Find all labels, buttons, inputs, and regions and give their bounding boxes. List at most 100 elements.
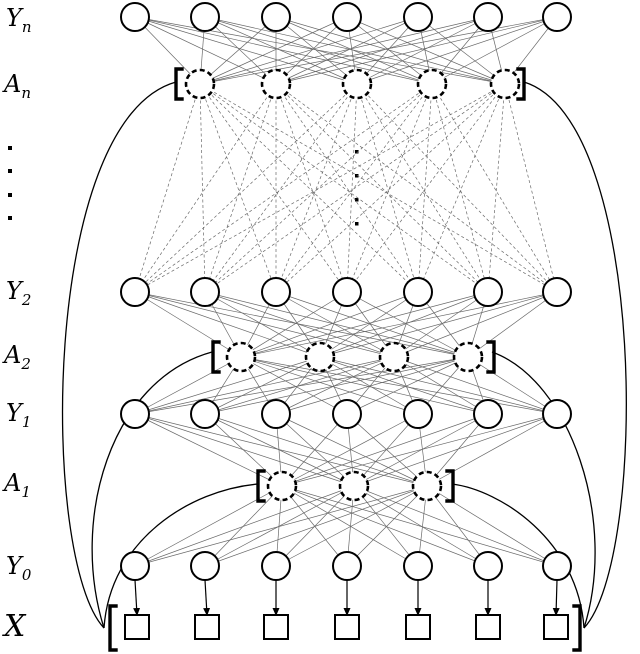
hidden-node [403, 551, 433, 581]
hidden-node [542, 2, 572, 32]
edge [240, 291, 419, 358]
edge [319, 291, 419, 358]
ellipsis-dot [8, 146, 12, 150]
dashed-edge [134, 83, 277, 293]
hidden-node [332, 277, 362, 307]
edge [467, 291, 558, 358]
edge [353, 485, 558, 567]
edge [134, 16, 277, 85]
edge [319, 356, 489, 415]
label-y-1: Y1 [6, 399, 31, 431]
edge [426, 413, 489, 487]
dashed-edge [204, 83, 277, 293]
edge [356, 16, 489, 85]
ellipsis-dot [355, 198, 359, 202]
edge [346, 485, 428, 567]
edge [417, 16, 506, 85]
ellipsis-dot [8, 193, 12, 197]
hidden-node [120, 551, 150, 581]
edge [346, 413, 428, 487]
dashed-edge [199, 83, 206, 293]
label-y-0: Y0 [6, 552, 32, 584]
right-bracket [445, 469, 455, 503]
dashed-edge [134, 83, 358, 293]
input-square [405, 614, 431, 640]
hidden-node [403, 2, 433, 32]
edge [240, 291, 558, 358]
hidden-node [403, 277, 433, 307]
dashed-edge [504, 83, 558, 293]
edge [204, 356, 321, 415]
edge [281, 485, 558, 567]
label-a-1: A1 [2, 469, 31, 501]
dashed-edge [431, 83, 489, 293]
edge [204, 16, 433, 85]
dashed-edge [134, 83, 201, 293]
input-square [475, 614, 501, 640]
input-square [194, 614, 220, 640]
label-x: X [2, 609, 27, 644]
hidden-node [190, 277, 220, 307]
hidden-node [190, 551, 220, 581]
hidden-node [332, 2, 362, 32]
ellipsis-dot [8, 216, 12, 220]
attention-node [304, 341, 336, 373]
edge [134, 291, 321, 358]
skip-arc [491, 351, 596, 629]
hidden-node [332, 399, 362, 429]
edge [204, 16, 506, 85]
dashed-edge [199, 83, 419, 293]
edge [275, 16, 489, 85]
edge [275, 16, 558, 85]
dashed-edge [356, 83, 558, 293]
edge [204, 413, 428, 487]
edge [281, 485, 348, 567]
edge [204, 291, 469, 358]
hidden-node [332, 551, 362, 581]
dashed-edge [199, 83, 558, 293]
edge [426, 413, 558, 487]
edge [275, 16, 348, 85]
edge [275, 413, 355, 487]
input-arrow [203, 579, 211, 616]
hidden-node [542, 399, 572, 429]
hidden-node [261, 551, 291, 581]
label-y-2: Y2 [6, 277, 31, 309]
attention-node [266, 470, 298, 502]
edge [346, 16, 433, 85]
edge [275, 356, 469, 415]
skip-connections [61, 81, 627, 629]
edge [204, 291, 395, 358]
edge [393, 356, 489, 415]
edge [204, 356, 469, 415]
hidden-node [120, 2, 150, 32]
dashed-edge [346, 83, 433, 293]
input-arrow [552, 579, 560, 616]
ellipsis-dot [355, 174, 359, 178]
dashed-edge [487, 83, 506, 293]
edge [346, 291, 469, 358]
right-bracket [572, 604, 582, 652]
hidden-node [120, 399, 150, 429]
edge [275, 291, 395, 358]
edge [281, 413, 419, 487]
skip-arc [61, 81, 177, 629]
left-bracket [256, 469, 266, 503]
edge [204, 291, 321, 358]
edge [281, 485, 419, 567]
right-bracket [486, 340, 496, 374]
edge [319, 356, 558, 415]
edge [134, 356, 321, 415]
edge [134, 291, 395, 358]
dashed-edge [199, 83, 348, 293]
skip-arc [523, 81, 627, 629]
input-arrow [133, 579, 141, 616]
edge [134, 413, 355, 487]
dashed-edge [204, 83, 506, 293]
edge [134, 291, 469, 358]
attention-node [378, 341, 410, 373]
attention-node [411, 470, 443, 502]
edge [199, 16, 348, 85]
edge [275, 16, 419, 85]
edge [319, 291, 558, 358]
